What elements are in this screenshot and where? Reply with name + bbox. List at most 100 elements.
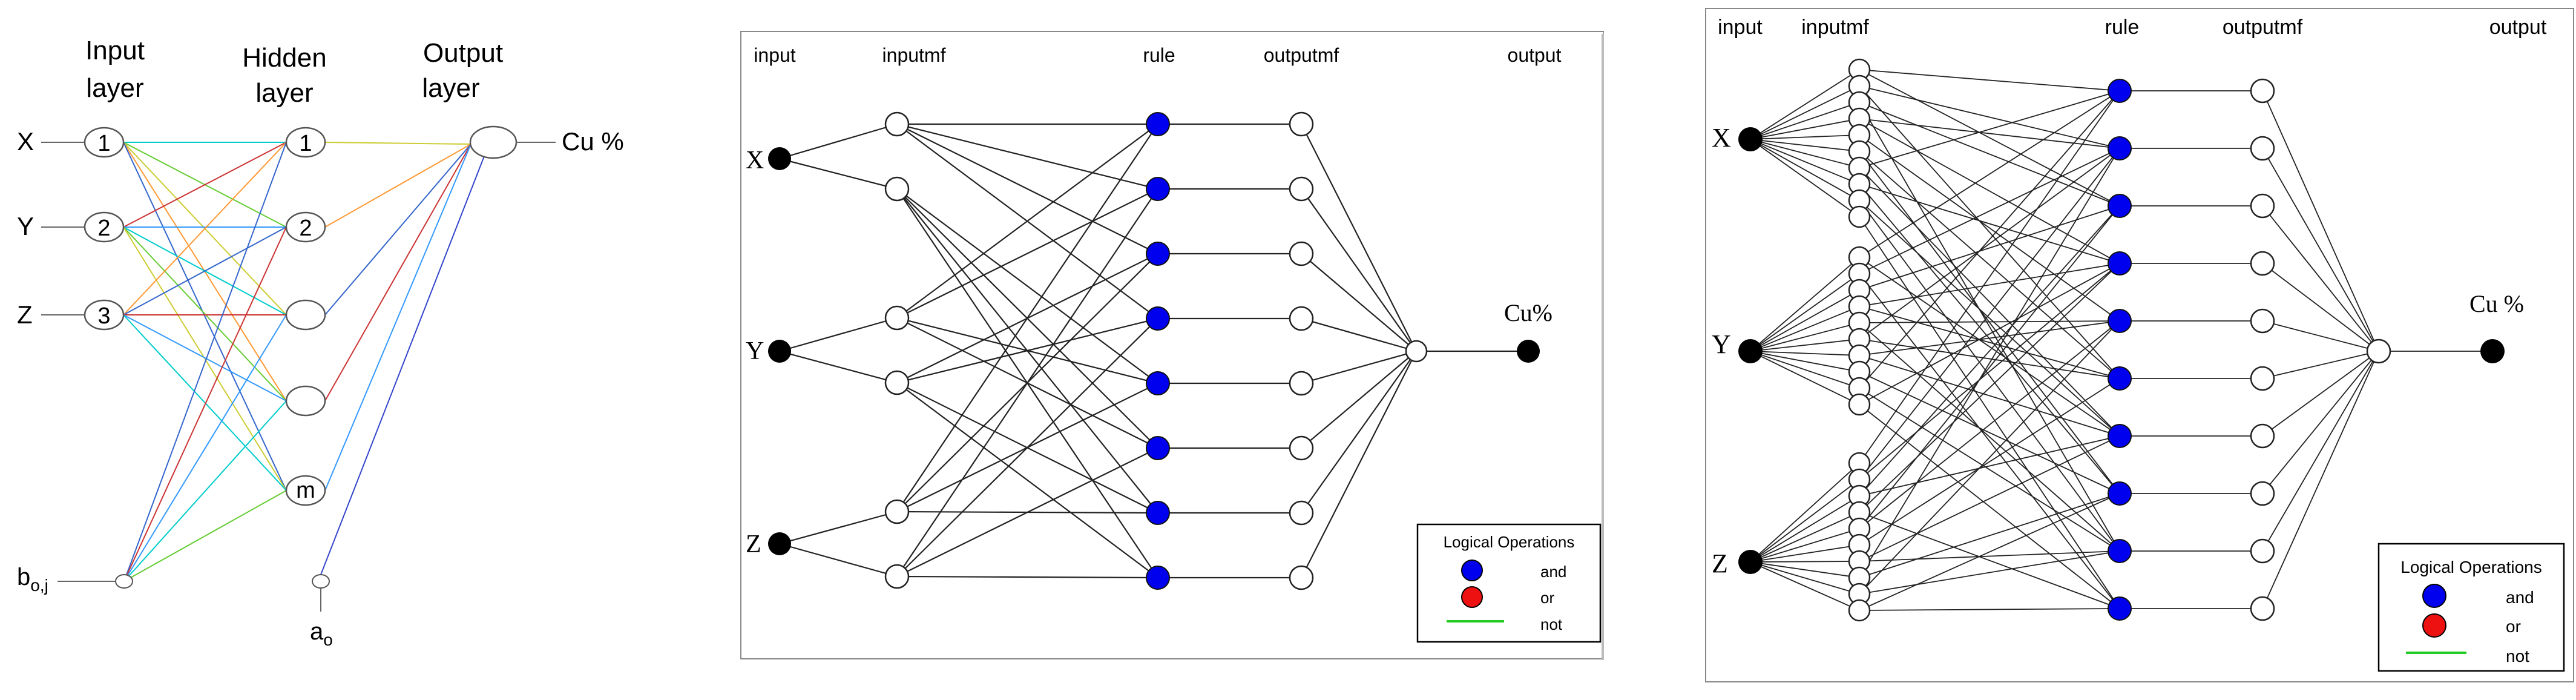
anfis-large-outputmf-node-6 bbox=[2250, 366, 2275, 391]
anfis-small-inputmf-node-1-1 bbox=[884, 111, 910, 137]
anfis-large-outputmf-node-7 bbox=[2250, 423, 2275, 449]
anfis-large-edge-mf3-6-rule6 bbox=[1859, 378, 2120, 546]
anfis-small-outputmf-node-3 bbox=[1289, 241, 1314, 266]
anfis-large-edge-in2-mf8 bbox=[1750, 351, 1860, 372]
ann-edge-bias-h4 bbox=[123, 400, 287, 582]
anfis-small-rule-node-5 bbox=[1146, 371, 1170, 395]
anfis-small-outputmf-node-4 bbox=[1289, 306, 1314, 331]
anfis-small-rule-node-6 bbox=[1146, 436, 1170, 460]
anfis-small-edge-mf3-1-rule1 bbox=[896, 124, 1158, 512]
anfis-small-rule-node-8 bbox=[1146, 566, 1170, 590]
anfis-large-header-outputmf: outputmf bbox=[2223, 16, 2303, 39]
anfis-large-edge-mf2-9-rule1 bbox=[1859, 90, 2120, 389]
anfis-large-edge-mf2-8-rule8 bbox=[1859, 371, 2120, 494]
anfis-large-edge-mf3-2-rule2 bbox=[1859, 148, 2120, 480]
anfis-small-edge-omf8-sum bbox=[1301, 351, 1417, 578]
anfis-large-edge-mf1-3-rule3 bbox=[1859, 102, 2120, 206]
anfis-small-legend: Logical Operations and or not bbox=[1416, 523, 1602, 643]
ann-edge-i2-h1 bbox=[123, 142, 287, 228]
anfis-large-legend: Logical Operations and or not bbox=[2377, 543, 2565, 672]
anfis-small-outputmf-node-8 bbox=[1289, 565, 1314, 590]
anfis-large-edge-in2-mf2 bbox=[1750, 273, 1860, 352]
anfis-large-edge-mf2-10-rule10 bbox=[1859, 404, 2120, 609]
ann-connections bbox=[123, 142, 485, 582]
anfis-large-edge-mf2-4-rule4 bbox=[1859, 263, 2120, 307]
anfis-large-edge-omf5-sum bbox=[2262, 320, 2379, 352]
anfis-small-edge-mf2-2-rule4 bbox=[896, 317, 1158, 384]
anfis-large-edge-in3-mf4 bbox=[1750, 512, 1860, 563]
anfis-small-rule-node-3 bbox=[1146, 242, 1170, 266]
anfis-large-edges bbox=[1750, 69, 2492, 611]
input-node-2: 2 bbox=[84, 211, 125, 243]
anfis-small-edge-mf2-2-rule8 bbox=[896, 382, 1158, 578]
ann-edge-i3-h4 bbox=[123, 314, 287, 401]
anfis-large-rule-node-3 bbox=[2108, 194, 2132, 218]
anfis-large-rule-node-10 bbox=[2108, 596, 2132, 621]
anfis-large-edge-in1-mf10 bbox=[1750, 139, 1860, 217]
anfis-small-edge-mf1-1-rule3 bbox=[896, 124, 1158, 254]
hidden-node-1-label: 1 bbox=[299, 131, 312, 156]
anfis-large-edge-mf1-2-rule2 bbox=[1859, 85, 2120, 149]
input-bias-label: bo,j bbox=[17, 564, 48, 595]
input-node-1: 1 bbox=[84, 127, 125, 158]
anfis-small-nodes bbox=[768, 111, 1540, 590]
anfis-large-edge-in1-mf6 bbox=[1750, 139, 1860, 152]
anfis-small-edge-mf2-1-rule1 bbox=[896, 124, 1158, 319]
anfis-large-input-node-3 bbox=[1738, 550, 1763, 574]
anfis-small-header-input: input bbox=[754, 44, 796, 66]
anfis-large-edge-in2-mf7 bbox=[1750, 351, 1860, 356]
anfis-large-outputmf-node-2 bbox=[2250, 136, 2275, 161]
anfis-large-edge-omf1-sum bbox=[2262, 90, 2379, 352]
anfis-large-edge-in1-mf1 bbox=[1750, 69, 1860, 140]
anfis-large-edge-in2-mf9 bbox=[1750, 351, 1860, 389]
legend-or-label: or bbox=[1540, 589, 1554, 607]
ann-edge-bias-h1 bbox=[123, 142, 287, 582]
anfis-large-edge-in3-mf9 bbox=[1750, 561, 1860, 595]
anfis-large-edge-mf1-6-rule8 bbox=[1859, 151, 2120, 494]
anfis-large-rule-node-2 bbox=[2108, 136, 2132, 160]
ann-edge-i1-h5 bbox=[123, 142, 287, 491]
input-bias-node bbox=[115, 574, 133, 589]
anfis-large-header-inputmf: inputmf bbox=[1801, 16, 1869, 39]
anfis-large-edge-in1-mf9 bbox=[1750, 139, 1860, 201]
anfis-large-rule-node-8 bbox=[2108, 481, 2132, 506]
anfis-small-inputmf-node-3-2 bbox=[884, 564, 910, 589]
anfis-large-edge-mf1-7-rule1 bbox=[1859, 90, 2120, 168]
anfis-small-inputmf-node-1-2 bbox=[884, 176, 910, 202]
anfis-large-edge-in2-mf10 bbox=[1750, 351, 1860, 405]
anfis-large-edge-mf2-7-rule5 bbox=[1859, 320, 2120, 356]
anfis-small-header-outputmf: outputmf bbox=[1264, 44, 1339, 66]
anfis-large-edge-mf3-3-rule3 bbox=[1859, 205, 2120, 497]
anfis-large-edge-omf2-sum bbox=[2262, 148, 2379, 352]
hidden-layer-title-2: layer bbox=[255, 78, 313, 108]
anfis-small-edge-omf5-sum bbox=[1301, 350, 1417, 385]
hidden-node-2-label: 2 bbox=[299, 216, 312, 241]
anfis-large-outputmf-node-4 bbox=[2250, 251, 2275, 276]
anfis-small-edge-mf3-2-rule6 bbox=[896, 447, 1158, 577]
anfis-large-edge-mf3-1-rule1 bbox=[1859, 90, 2120, 464]
legend-title: Logical Operations bbox=[1444, 533, 1575, 551]
anfis-small-header-inputmf: inputmf bbox=[882, 44, 946, 66]
output-bias-node bbox=[312, 574, 330, 589]
anfis-large-edge-mf2-6-rule6 bbox=[1859, 338, 2120, 379]
anfis-large-edge-in1-mf7 bbox=[1750, 139, 1860, 168]
anfis-large-edge-mf1-7-rule7 bbox=[1859, 167, 2120, 437]
anfis-large-edge-in1-mf2 bbox=[1750, 85, 1860, 140]
anfis-large-header-output: output bbox=[2489, 16, 2547, 39]
anfis-small-edge-omf6-sum bbox=[1301, 351, 1417, 449]
anfis-large-edge-mf2-6-rule2 bbox=[1859, 148, 2120, 340]
anfis-large-edge-in1-mf4 bbox=[1750, 118, 1860, 140]
anfis-small-edge-in1-mf2 bbox=[779, 157, 898, 190]
ann-edge-i2-h4 bbox=[123, 226, 287, 401]
input-label-y: Y bbox=[17, 212, 34, 240]
anfis-large-edge-mf3-4-rule10 bbox=[1859, 512, 2120, 609]
anfis-small-edge-in2-mf1 bbox=[779, 317, 898, 352]
anfis-large-edge-in2-mf4 bbox=[1750, 306, 1860, 352]
anfis-small-edge-mf1-1-rule2 bbox=[896, 123, 1158, 190]
ann-diagram: Input layer Hidden layer Output layer X … bbox=[17, 36, 624, 649]
input-label-x: X bbox=[17, 127, 34, 156]
legend-and-swatch bbox=[2422, 584, 2446, 608]
ann-edge-i3-h2 bbox=[123, 226, 287, 315]
anfis-large-edge-mf3-3-rule7 bbox=[1859, 435, 2120, 497]
anfis-large-edge-in3-mf7 bbox=[1750, 561, 1860, 563]
